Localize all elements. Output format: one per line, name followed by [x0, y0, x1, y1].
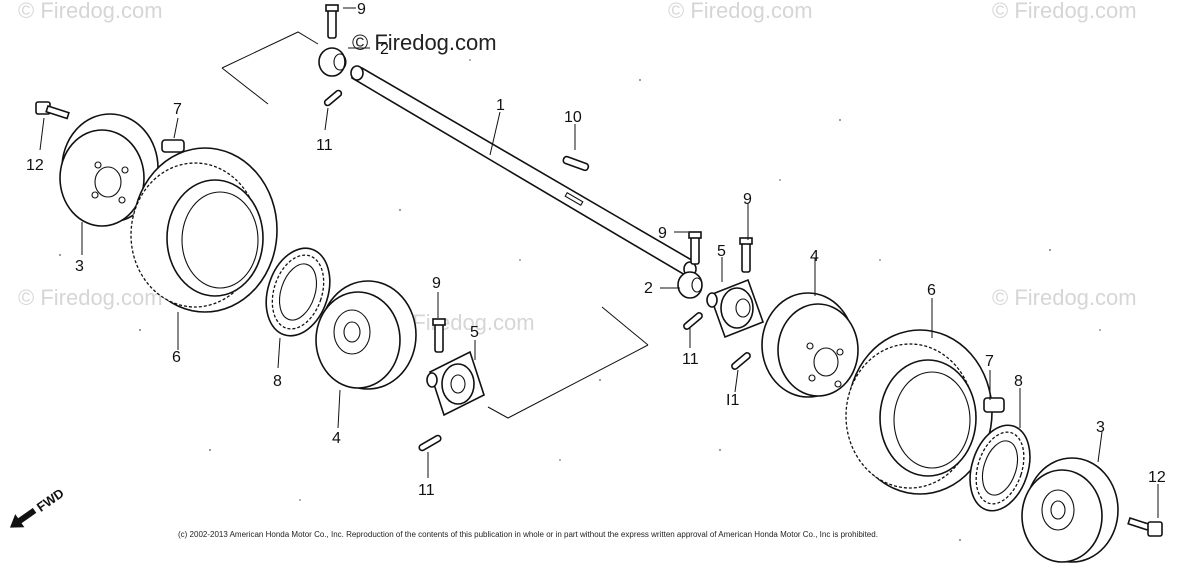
hub-right: [706, 278, 765, 339]
bolt-mid-right-a: [688, 231, 702, 265]
part-label-11-mid: 11: [682, 351, 699, 368]
pins: [323, 89, 751, 452]
bolt-top: [325, 4, 339, 39]
part-label-9-right-b: 9: [743, 191, 752, 208]
part-label-11-bottom: 11: [418, 482, 435, 499]
scan-specks: [59, 59, 1101, 541]
watermark: © Firedog.com: [18, 0, 163, 23]
part-label-6-right: 6: [927, 282, 936, 299]
part-label-6-left: 6: [172, 349, 181, 366]
part-label-2-top: 2: [380, 41, 389, 58]
bolt-right-12: [1127, 516, 1163, 537]
fwd-label: FWD: [34, 485, 67, 514]
watermark: © Firedog.com: [668, 0, 813, 23]
watermarks: © Firedog.com © Firedog.com © Firedog.co…: [18, 0, 1137, 335]
bearing-right: [969, 424, 1031, 512]
key-part: [562, 155, 590, 172]
bolt-mid-left: [432, 318, 446, 353]
part-label-3-right: 3: [1096, 419, 1105, 436]
part-label-4-left: 4: [332, 430, 341, 447]
wheel-rim-right: [1021, 457, 1119, 563]
part-label-4-right: 4: [810, 248, 819, 265]
part-label-5-right: 5: [717, 243, 726, 260]
part-label-9-top: 9: [357, 1, 366, 18]
collar-top: [318, 47, 347, 77]
part-label-11-right: I1: [726, 392, 739, 409]
part-label-9-right-a: 9: [658, 225, 667, 242]
bearing-left: [265, 247, 331, 337]
watermark: © Firedog.com: [18, 285, 163, 310]
part-label-11-top: 11: [316, 137, 333, 154]
drum-left: [315, 280, 417, 390]
bolt-mid-right-b: [739, 237, 753, 273]
part-label-7-left: 7: [173, 101, 182, 118]
watermark: © Firedog.com: [992, 0, 1137, 23]
watermark-top: © Firedog.com: [352, 30, 497, 55]
part-label-5-left: 5: [470, 324, 479, 341]
bolt-left-12: [35, 101, 70, 120]
part-label-12-right: 12: [1148, 469, 1166, 486]
leader-lines: [39, 7, 1159, 518]
tire-right: [845, 329, 993, 495]
part-label-7-right: 7: [985, 353, 994, 370]
part-label-8-right: 8: [1014, 373, 1023, 390]
hub-left: [426, 350, 485, 417]
part-label-2-right: 2: [644, 280, 653, 297]
fwd-arrow: FWD: [9, 485, 67, 528]
part-label-10: 10: [564, 109, 582, 126]
collar-right: [677, 271, 703, 299]
part-label-8-left: 8: [273, 373, 282, 390]
wheel-rim-left: [59, 113, 159, 227]
valve-right-7: [983, 397, 1005, 413]
axle-shaft: [350, 65, 697, 277]
copyright-notice: (c) 2002-2013 American Honda Motor Co., …: [178, 530, 878, 539]
drum-right: [761, 292, 859, 398]
part-label-1: 1: [496, 97, 505, 114]
part-labels: 1 2 2 3 3 4 4 5 5 6 6 7 7 8 8 9 9 9 9 10…: [26, 1, 1166, 499]
part-label-9-mid: 9: [432, 275, 441, 292]
bracket-lines: [221, 31, 649, 419]
watermark: © Firedog.com: [992, 285, 1137, 310]
part-label-3-left: 3: [75, 258, 84, 275]
part-label-12-left: 12: [26, 157, 44, 174]
tire-left: [130, 147, 278, 313]
valve-left-7: [161, 139, 185, 153]
